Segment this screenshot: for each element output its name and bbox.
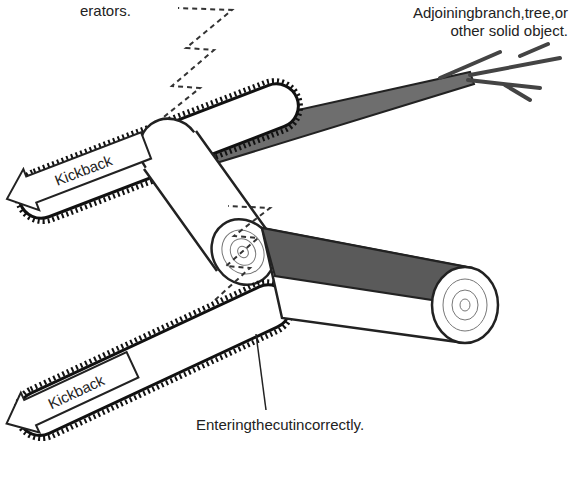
chainsaw-bar (9, 73, 308, 229)
log (127, 106, 287, 297)
log (262, 228, 498, 343)
kickback-arrow: Kickback (0, 344, 143, 443)
leader-line (256, 334, 266, 410)
note-label: erators. (80, 2, 200, 20)
note-label: Enteringthecutincorrectly. (196, 416, 456, 434)
arrow-outline (0, 125, 154, 219)
note-label: Adjoiningbranch,tree,or other solid obje… (392, 4, 568, 40)
arrow-outline (0, 345, 142, 444)
